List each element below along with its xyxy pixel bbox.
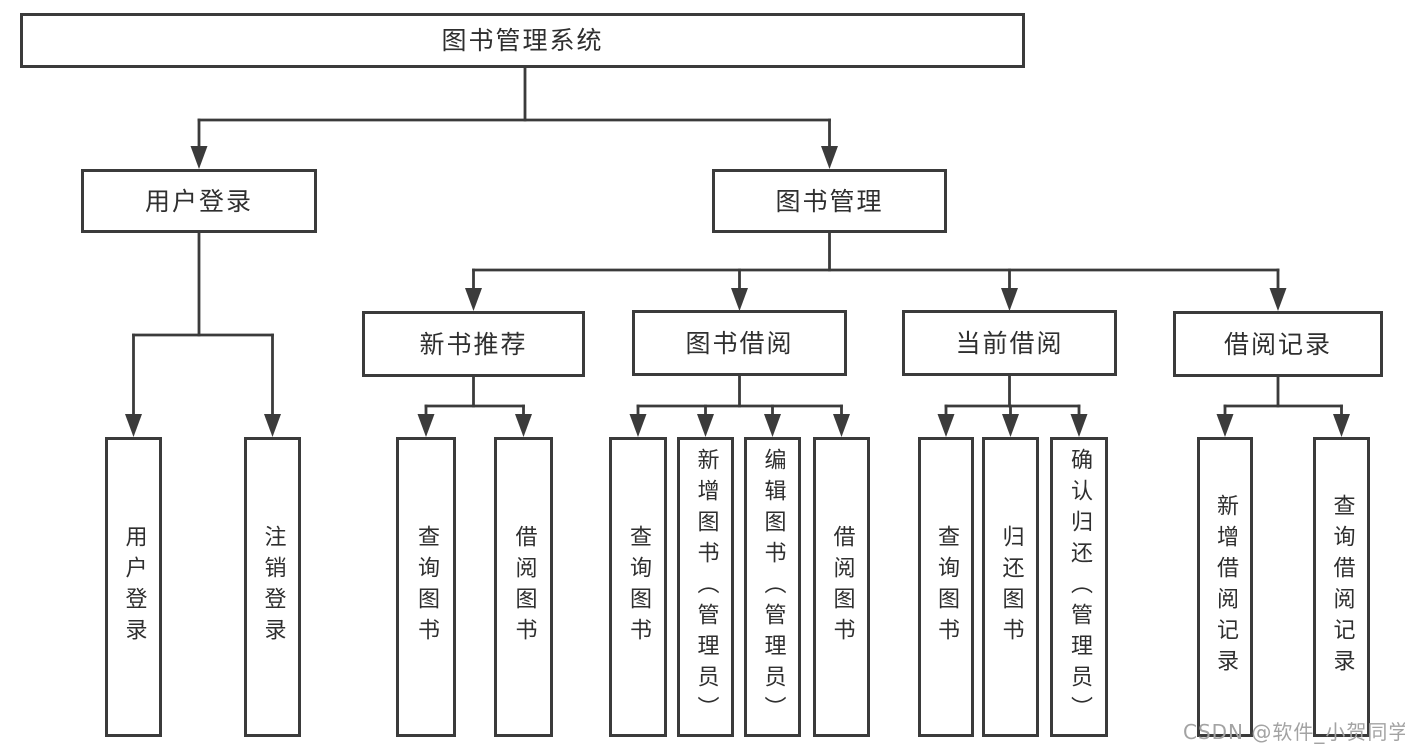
leaf-label: 查询借阅记录 [1329, 494, 1355, 680]
node-label: 图书管理系统 [441, 26, 604, 55]
leaf-query-borrow-record: 查询借阅记录 [1313, 437, 1370, 737]
node-borrow-records: 借阅记录 [1173, 311, 1383, 377]
leaf-logout: 注销登录 [244, 437, 301, 737]
leaf-label: 借阅图书 [829, 525, 855, 649]
leaf-query-books-current: 查询图书 [918, 437, 974, 737]
node-label: 图书管理 [775, 186, 884, 216]
connector-borrow-records-to-leaves [1216, 375, 1350, 437]
node-user-login: 用户登录 [81, 169, 317, 233]
leaf-confirm-return-admin: 确认归还（管理员） [1050, 437, 1108, 737]
leaf-query-books-recommend: 查询图书 [396, 437, 456, 737]
node-book-management: 图书管理 [712, 169, 947, 233]
leaf-label: 新增借阅记录 [1213, 494, 1238, 680]
leaf-label: 确认归还（管理员） [1067, 447, 1092, 727]
node-new-book-recommend: 新书推荐 [362, 311, 585, 377]
node-label: 新书推荐 [419, 329, 528, 359]
leaf-add-borrow-record: 新增借阅记录 [1197, 437, 1253, 737]
connector-root-to-level2 [190, 66, 838, 169]
leaf-label: 用户登录 [121, 525, 147, 649]
leaf-label: 归还图书 [998, 525, 1024, 649]
node-label: 用户登录 [144, 186, 253, 216]
connector-new-books-to-leaves [417, 375, 532, 437]
leaf-label: 查询图书 [414, 525, 439, 649]
node-current-borrow: 当前借阅 [902, 310, 1117, 376]
node-library-management-system: 图书管理系统 [20, 13, 1025, 68]
leaf-label: 查询图书 [934, 525, 959, 649]
leaf-user-login: 用户登录 [105, 437, 162, 737]
connector-book-management-to-level3 [465, 231, 1287, 311]
node-label: 当前借阅 [955, 328, 1064, 358]
leaf-query-books-borrow: 查询图书 [609, 437, 667, 737]
leaf-return-books: 归还图书 [982, 437, 1039, 737]
node-label: 借阅记录 [1223, 329, 1332, 359]
node-label: 图书借阅 [685, 328, 794, 358]
leaf-label: 注销登录 [260, 525, 286, 649]
connector-current-borrow-to-leaves [937, 374, 1088, 437]
node-book-borrow: 图书借阅 [632, 310, 847, 376]
leaf-borrow-books-recommend: 借阅图书 [494, 437, 553, 737]
leaf-borrow-books: 借阅图书 [813, 437, 870, 737]
connector-book-borrow-to-leaves [629, 374, 850, 437]
connector-user-login-to-leaves [125, 231, 281, 437]
leaf-label: 新增图书（管理员） [693, 447, 719, 727]
leaf-label: 编辑图书（管理员） [760, 447, 786, 727]
leaf-label: 借阅图书 [511, 525, 537, 649]
csdn-watermark: CSDN @软件_小贺同学 [1183, 720, 1405, 744]
leaf-edit-books-admin: 编辑图书（管理员） [744, 437, 801, 737]
leaf-add-books-admin: 新增图书（管理员） [677, 437, 734, 737]
leaf-label: 查询图书 [626, 525, 651, 649]
